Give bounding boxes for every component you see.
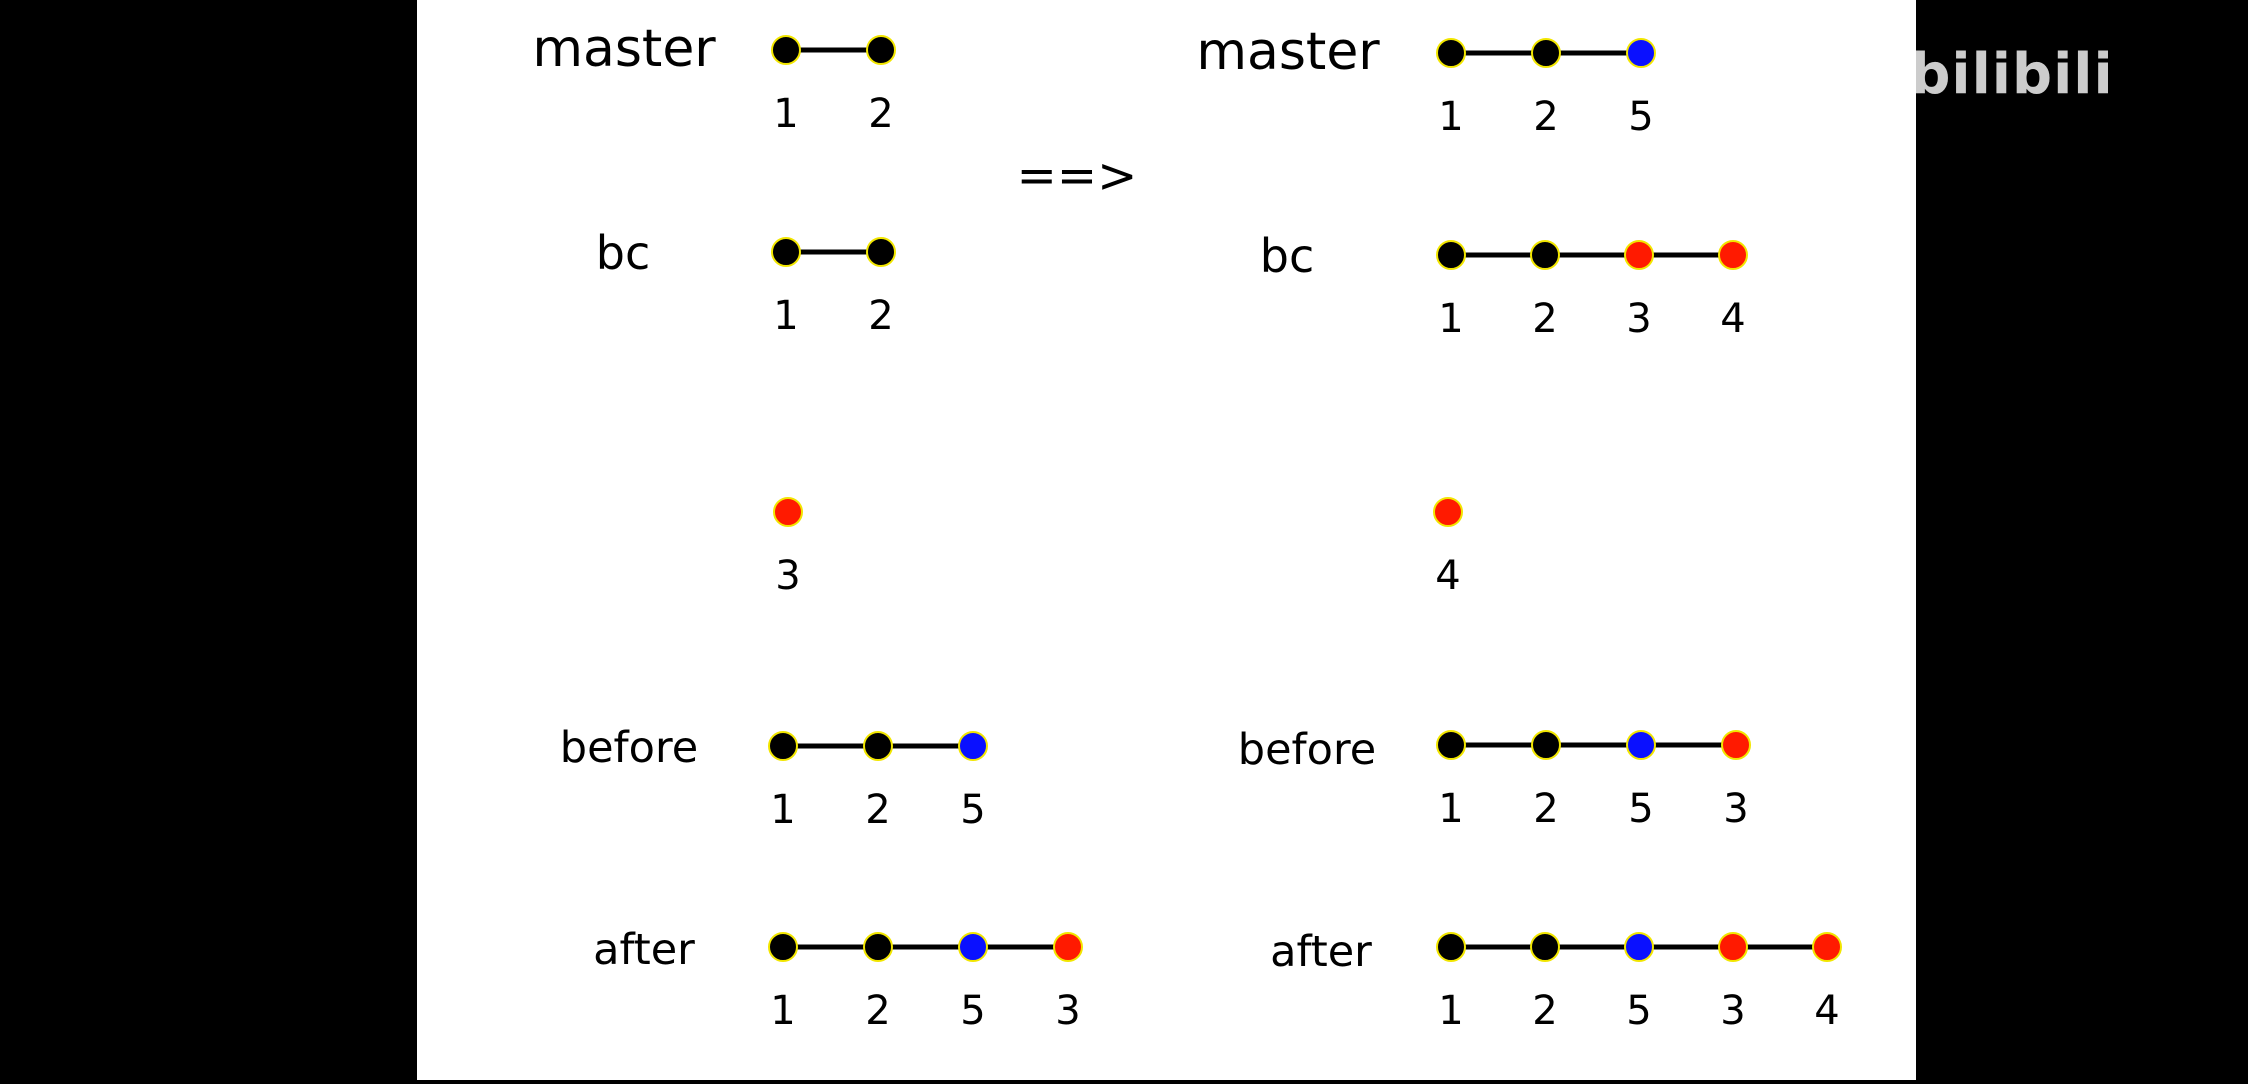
commit-node — [1626, 730, 1656, 760]
commit-node — [863, 731, 893, 761]
commit-node — [771, 35, 801, 65]
commit-node — [1721, 730, 1751, 760]
branch-row-after-right: after 1 2 5 3 4 — [1270, 927, 1842, 1034]
commit-number: 3 — [775, 553, 800, 599]
bilibili-logo: bilibili — [1910, 42, 2114, 107]
branch-label: master — [1196, 22, 1380, 82]
branch-row-before-left: before 1 2 5 — [560, 723, 988, 833]
commit-node — [768, 932, 798, 962]
commit-number: 5 — [960, 988, 985, 1034]
commit-number: 1 — [1438, 94, 1463, 140]
commit-node — [863, 932, 893, 962]
commit-number: 4 — [1814, 988, 1839, 1034]
commit-node — [771, 237, 801, 267]
commit-number: 1 — [1438, 988, 1463, 1034]
branch-row-bc-after: bc 1 2 3 4 — [1260, 229, 1748, 342]
commit-number: 2 — [1532, 988, 1557, 1034]
commit-node — [1812, 932, 1842, 962]
commit-number: 4 — [1720, 296, 1745, 342]
commit-number: 2 — [1533, 94, 1558, 140]
transition-arrow: ==> — [1017, 148, 1138, 204]
commit-number: 1 — [1438, 786, 1463, 832]
commit-node — [1624, 932, 1654, 962]
commit-number: 1 — [1438, 296, 1463, 342]
commit-node — [1436, 38, 1466, 68]
commit-node — [773, 497, 803, 527]
commit-number: 5 — [1626, 988, 1651, 1034]
commit-number: 3 — [1720, 988, 1745, 1034]
commit-number: 3 — [1055, 988, 1080, 1034]
commit-number: 1 — [773, 91, 798, 137]
branch-row-bc-before: bc 1 2 — [596, 226, 896, 339]
commit-number: 1 — [773, 293, 798, 339]
commit-node — [1531, 730, 1561, 760]
branch-row-after-left: after 1 2 5 3 — [593, 925, 1083, 1034]
bilibili-watermark: Ru jise bilibili — [1795, 42, 2114, 107]
commit-number: 1 — [770, 988, 795, 1034]
commit-node — [1436, 932, 1466, 962]
branch-label: bc — [1260, 229, 1315, 283]
commit-node — [1624, 240, 1654, 270]
commit-number: 5 — [1628, 94, 1653, 140]
commit-node — [1436, 730, 1466, 760]
branch-row-single-before: 3 — [773, 497, 803, 599]
commit-number: 5 — [960, 787, 985, 833]
commit-node — [958, 731, 988, 761]
branch-label: after — [593, 925, 695, 975]
commit-node — [1530, 240, 1560, 270]
commit-number: 2 — [868, 293, 893, 339]
commit-number: 1 — [770, 787, 795, 833]
commit-node — [866, 237, 896, 267]
commit-node — [1053, 932, 1083, 962]
commit-node — [1718, 240, 1748, 270]
commit-number: 4 — [1435, 553, 1460, 599]
slide-background — [417, 0, 1916, 1080]
commit-number: 5 — [1628, 786, 1653, 832]
commit-node — [1433, 497, 1463, 527]
commit-number: 3 — [1723, 786, 1748, 832]
commit-node — [958, 932, 988, 962]
commit-node — [768, 731, 798, 761]
commit-number: 2 — [1533, 786, 1558, 832]
commit-node — [866, 35, 896, 65]
branch-row-before-right: before 1 2 5 3 — [1238, 725, 1751, 832]
branch-row-single-after: 4 — [1433, 497, 1463, 599]
commit-number: 2 — [865, 988, 890, 1034]
branch-label: bc — [596, 226, 651, 280]
commit-node — [1530, 932, 1560, 962]
branch-label: master — [532, 19, 716, 79]
branch-row-master-before: master 1 2 — [532, 19, 896, 137]
commit-node — [1436, 240, 1466, 270]
branch-row-master-after: master 1 2 5 — [1196, 22, 1656, 140]
commit-number: 2 — [868, 91, 893, 137]
commit-node — [1531, 38, 1561, 68]
branch-label: before — [560, 723, 698, 773]
branch-label: before — [1238, 725, 1376, 775]
uploader-name: Ru jise — [1795, 67, 1888, 100]
commit-number: 2 — [1532, 296, 1557, 342]
commit-number: 3 — [1626, 296, 1651, 342]
commit-node — [1626, 38, 1656, 68]
branch-rows: master 1 2 bc 1 2 3 before 1 2 5 after 1 2 5 3 master 1 2 5… — [532, 19, 1842, 1034]
branch-label: after — [1270, 927, 1372, 977]
commit-number: 2 — [865, 787, 890, 833]
commit-node — [1718, 932, 1748, 962]
